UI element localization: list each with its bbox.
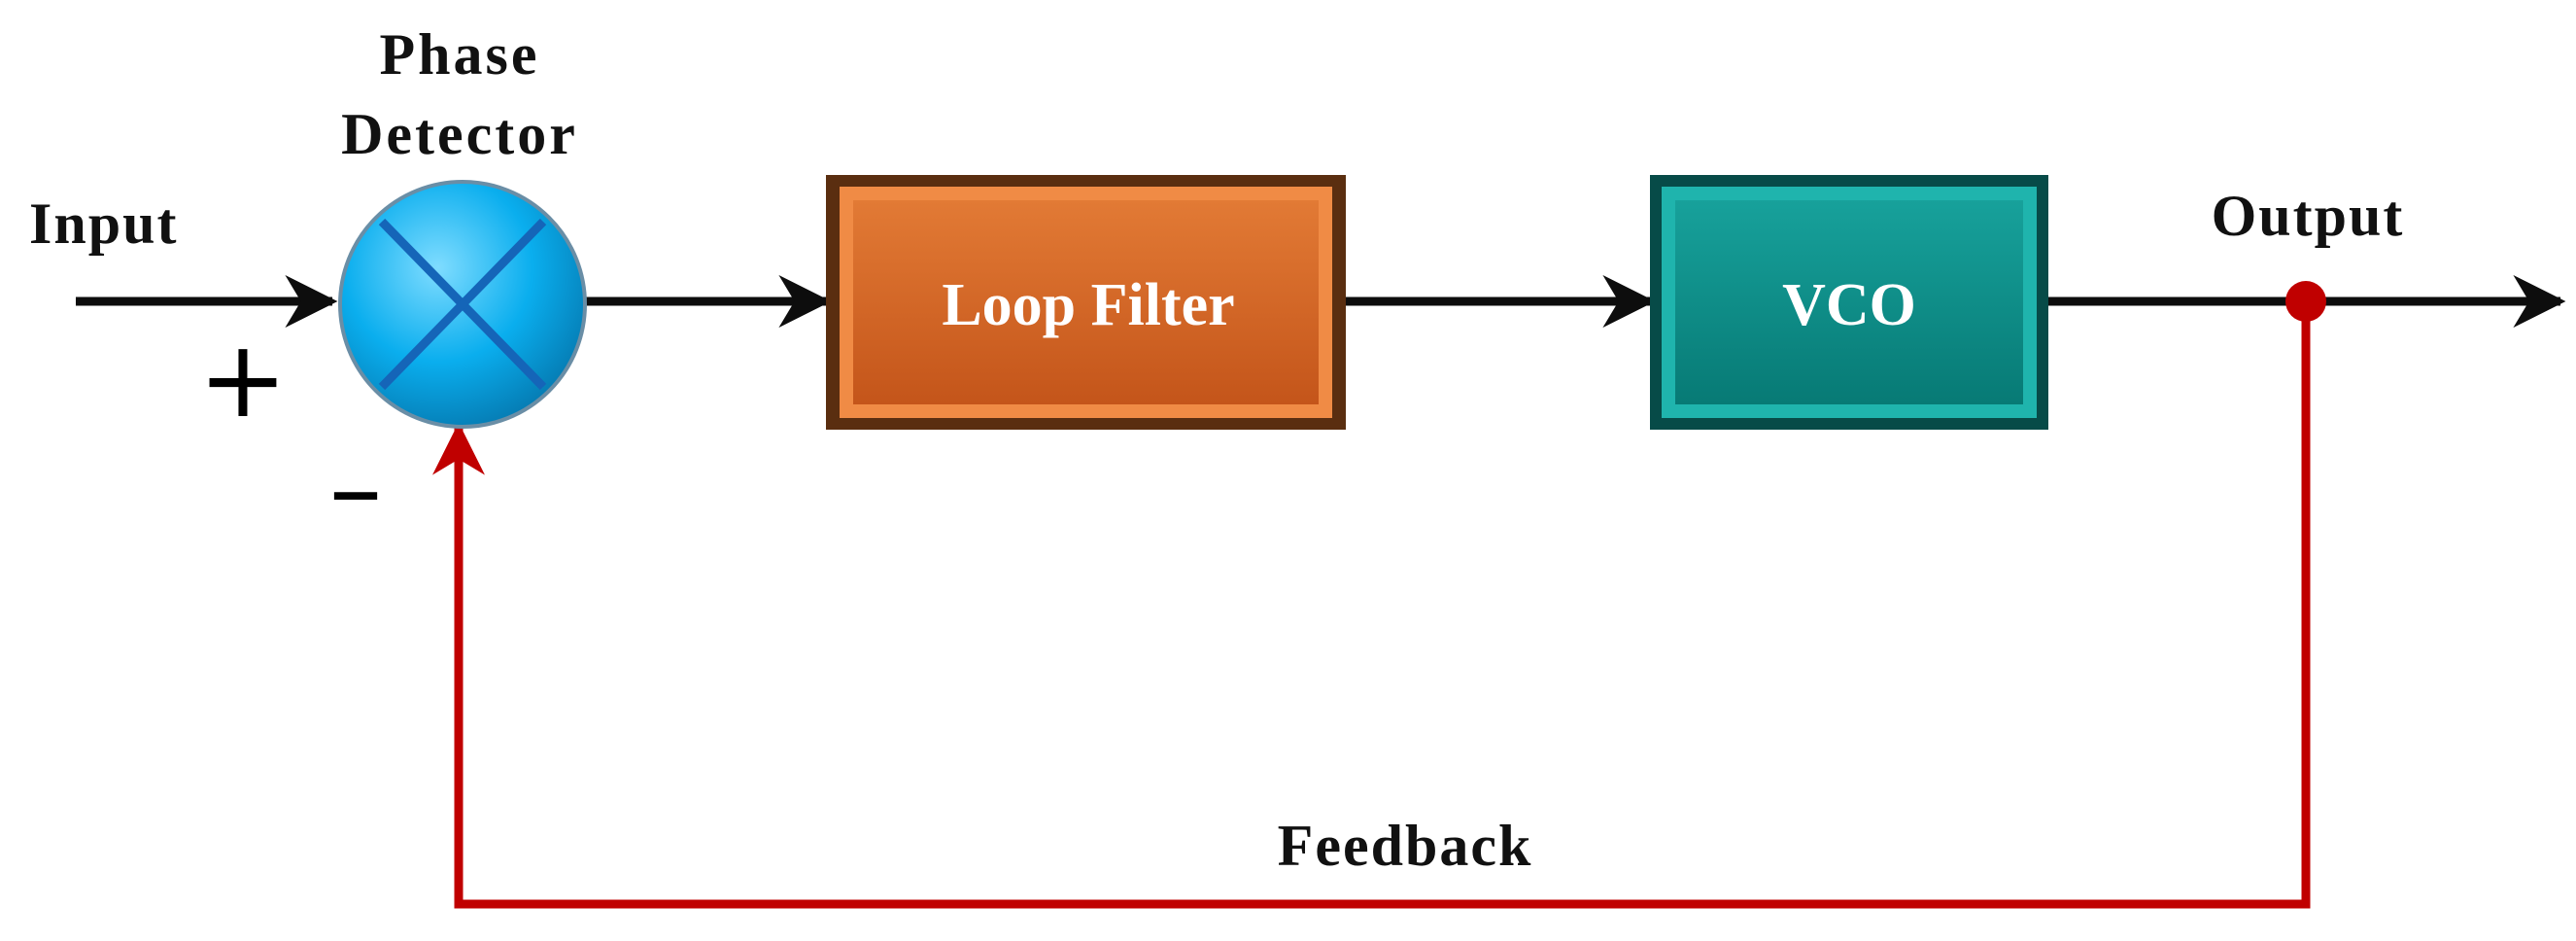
loop-filter-label: Loop Filter <box>942 272 1234 338</box>
output-node <box>2285 281 2326 322</box>
plus-sign: + <box>198 317 288 441</box>
minus-sign: – <box>329 426 383 550</box>
vco-label: VCO <box>1782 272 1916 338</box>
phase-detector-label-line1: Phase <box>380 22 540 87</box>
vco-block: VCO <box>1650 175 2048 430</box>
loop-filter-block: Loop Filter <box>826 175 1346 430</box>
phase-detector <box>338 180 587 429</box>
input-label: Input <box>29 192 178 256</box>
output-label: Output <box>2212 184 2405 248</box>
feedback-label: Feedback <box>1278 814 1533 878</box>
feedback-path <box>432 303 2311 909</box>
phase-detector-label-line2: Detector <box>341 102 578 166</box>
multiplier-x-line-b <box>378 218 547 391</box>
